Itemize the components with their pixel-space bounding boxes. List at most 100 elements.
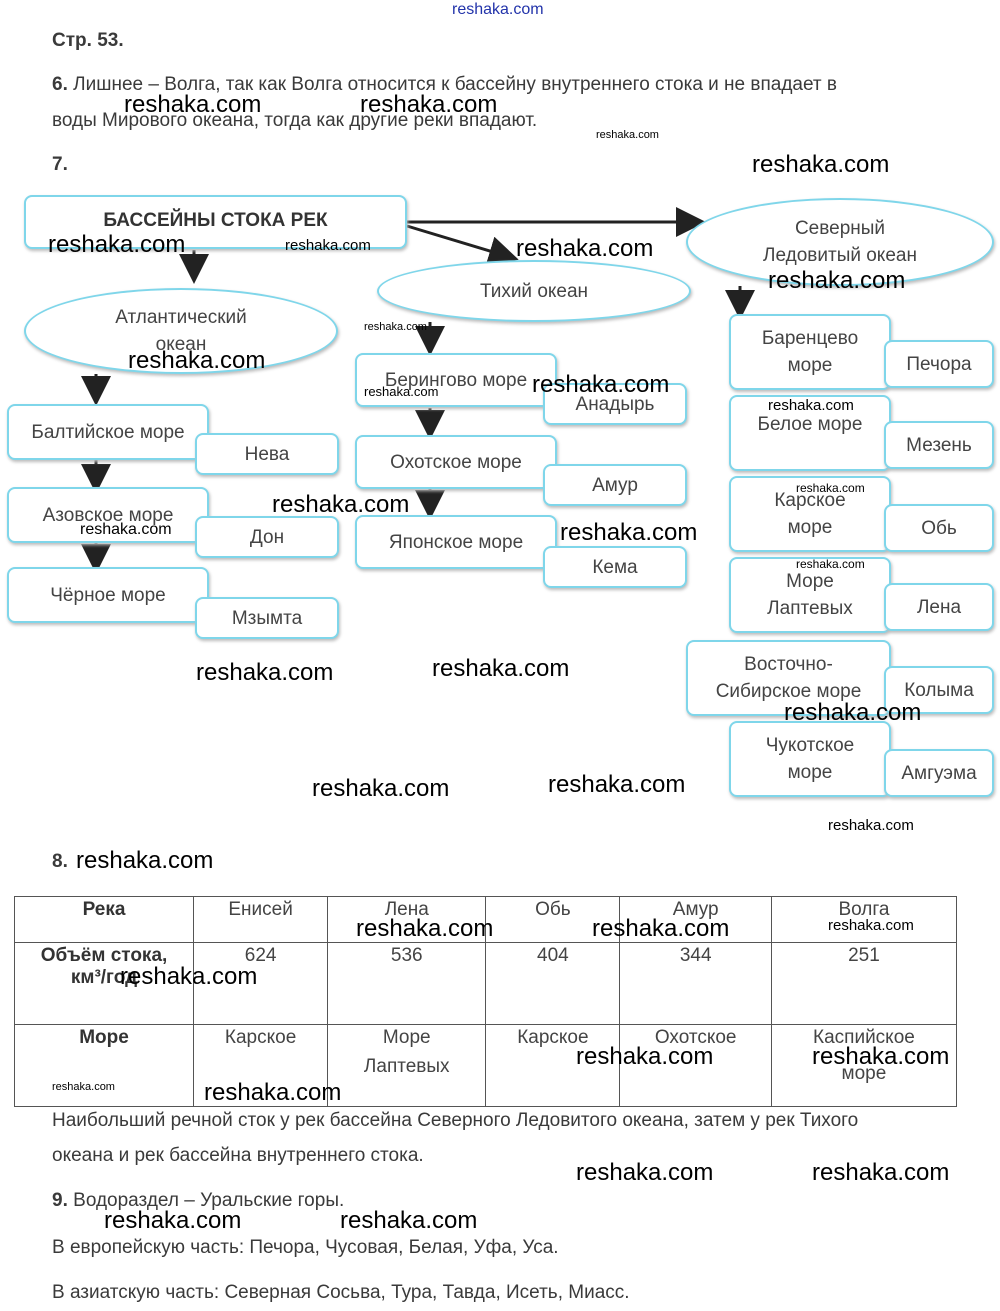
river-mezen: Мезень — [884, 421, 994, 469]
watermark: reshaka.com — [272, 491, 410, 518]
sea-white-line1: Белое море — [757, 414, 863, 435]
sea-kara: Карское море — [729, 476, 891, 552]
task6-number: 6. — [52, 74, 68, 95]
table-cell: 251 — [770, 942, 958, 1025]
watermark: reshaka.com — [76, 847, 214, 874]
watermark-small: reshaka.com — [828, 817, 914, 834]
sea-name: Карское — [224, 1027, 297, 1048]
watermark: reshaka.com — [516, 235, 654, 262]
sea-chukchi-line1: Чукотское — [765, 735, 855, 756]
sea-name: Карское — [517, 1027, 589, 1048]
river-lena: Лена — [884, 583, 994, 631]
task8-number: 8. — [52, 851, 68, 872]
task9-text1: Водораздел – Уральские горы. — [73, 1190, 345, 1211]
watermark: reshaka.com — [124, 91, 262, 118]
watermark: reshaka.com — [784, 699, 922, 726]
table-row: Объём стока, км³/год 624 536 404 344 251 — [14, 942, 958, 1025]
table-cell: 624 — [192, 942, 329, 1025]
sea-baltic: Балтийское море — [7, 404, 209, 460]
table-cell: 344 — [619, 942, 772, 1025]
watermark-small: reshaka.com — [80, 521, 172, 538]
watermark: reshaka.com — [548, 771, 686, 798]
watermark: reshaka.com — [752, 151, 890, 178]
page-label: Стр. 53. — [52, 30, 124, 51]
watermark: reshaka.com — [432, 655, 570, 682]
header-watermark: reshaka.com — [452, 1, 544, 18]
sea-okhotsk: Охотское море — [355, 435, 557, 489]
sea-barents: Баренцево море — [729, 314, 891, 390]
watermark-small: reshaka.com — [596, 129, 659, 141]
watermark: reshaka.com — [592, 915, 730, 942]
table-row-label: Море — [14, 1024, 194, 1107]
ocean-arctic-line2: Ледовитый океан — [763, 245, 917, 266]
sea-kara-line2: море — [787, 517, 833, 538]
watermark: reshaka.com — [360, 91, 498, 118]
sea-barents-line2: море — [787, 355, 833, 376]
sea-azov: Азовское море — [7, 487, 209, 543]
watermark: reshaka.com — [48, 231, 186, 258]
volume-unit: км³/год — [70, 967, 138, 988]
table-header-cell: Лена — [327, 896, 487, 943]
table-row: Море Карское Море Лаптевых Карское Охотс… — [14, 1024, 958, 1107]
sea-name: Лаптевых — [363, 1056, 450, 1077]
watermark-small: reshaka.com — [768, 397, 854, 414]
watermark-small: reshaka.com — [796, 557, 865, 571]
watermark: reshaka.com — [768, 267, 906, 294]
table-cell: Охотское — [619, 1024, 772, 1107]
root-box: БАССЕЙНЫ СТОКА РЕК — [24, 195, 407, 249]
table-cell: Каспийское море — [770, 1024, 958, 1107]
sea-bering: Берингово море — [355, 353, 557, 407]
river-amguema: Амгуэма — [884, 749, 994, 797]
ocean-atlantic: Атлантический океан — [24, 288, 338, 374]
sea-japan: Японское море — [355, 515, 557, 569]
watermark: reshaka.com — [560, 519, 698, 546]
watermark: reshaka.com — [340, 1207, 478, 1234]
task6-text1: Лишнее – Волга, так как Волга относится … — [73, 74, 838, 95]
table-row-label: Объём стока, км³/год — [14, 942, 194, 1025]
table-cell: 536 — [327, 942, 487, 1025]
watermark: reshaka.com — [128, 347, 266, 374]
task6-line1: 6. Лишнее – Волга, так как Волга относит… — [52, 74, 837, 96]
river-kolyma: Колыма — [884, 666, 994, 714]
sea-east-siberian: Восточно- Сибирское море — [686, 640, 891, 716]
task9-line2: В европейскую часть: Печора, Чусовая, Бе… — [52, 1237, 559, 1258]
sea-white: Белое море — [729, 395, 891, 471]
sea-laptev-line1: Море — [786, 571, 834, 592]
watermark: reshaka.com — [104, 1207, 242, 1234]
river-pechora: Печора — [884, 340, 994, 388]
watermark-small: reshaka.com — [364, 321, 427, 333]
watermark: reshaka.com — [312, 775, 450, 802]
river-neva: Нева — [195, 433, 339, 475]
river-kema: Кема — [543, 546, 687, 588]
watermark: reshaka.com — [576, 1159, 714, 1186]
table-cell: Карское — [192, 1024, 329, 1107]
river-don: Дон — [195, 516, 339, 558]
watermark-small: reshaka.com — [52, 1081, 115, 1093]
watermark: reshaka.com — [532, 371, 670, 398]
sea-chukchi-line2: море — [787, 762, 833, 783]
runoff-table: Река Енисей Лена Обь Амур Волга Объём ст… — [14, 896, 958, 1107]
task9-number: 9. — [52, 1190, 68, 1211]
sea-name: Охотское — [654, 1027, 737, 1048]
watermark-small: reshaka.com — [828, 917, 914, 934]
watermark: reshaka.com — [812, 1159, 950, 1186]
sea-laptev: Море Лаптевых — [729, 557, 891, 633]
task9-line1: 9. Водораздел – Уральские горы. — [52, 1190, 344, 1212]
sea-name: Каспийское — [813, 1027, 915, 1048]
volume-label: Объём стока, — [40, 945, 168, 966]
ocean-arctic-line1: Северный — [794, 218, 886, 239]
watermark: reshaka.com — [576, 1043, 714, 1070]
ocean-arctic: Северный Ледовитый океан — [686, 198, 994, 286]
task8-conclusion2: океана и рек бассейна внутреннего стока. — [52, 1145, 424, 1166]
sea-laptev-line2: Лаптевых — [767, 598, 853, 619]
table-header-cell: Обь — [485, 896, 621, 943]
sea-name: море — [841, 1063, 887, 1084]
task9-line3: В азиатскую часть: Северная Сосьва, Тура… — [52, 1282, 630, 1303]
table-cell: 404 — [485, 942, 621, 1025]
sea-barents-line1: Баренцево — [761, 328, 859, 349]
table-cell: Море Лаптевых — [327, 1024, 487, 1107]
watermark-small: reshaka.com — [796, 481, 865, 495]
ocean-atlantic-line2: океан — [155, 334, 207, 355]
task8-conclusion1: Наибольший речной сток у рек бассейна Се… — [52, 1110, 859, 1131]
watermark: reshaka.com — [356, 915, 494, 942]
